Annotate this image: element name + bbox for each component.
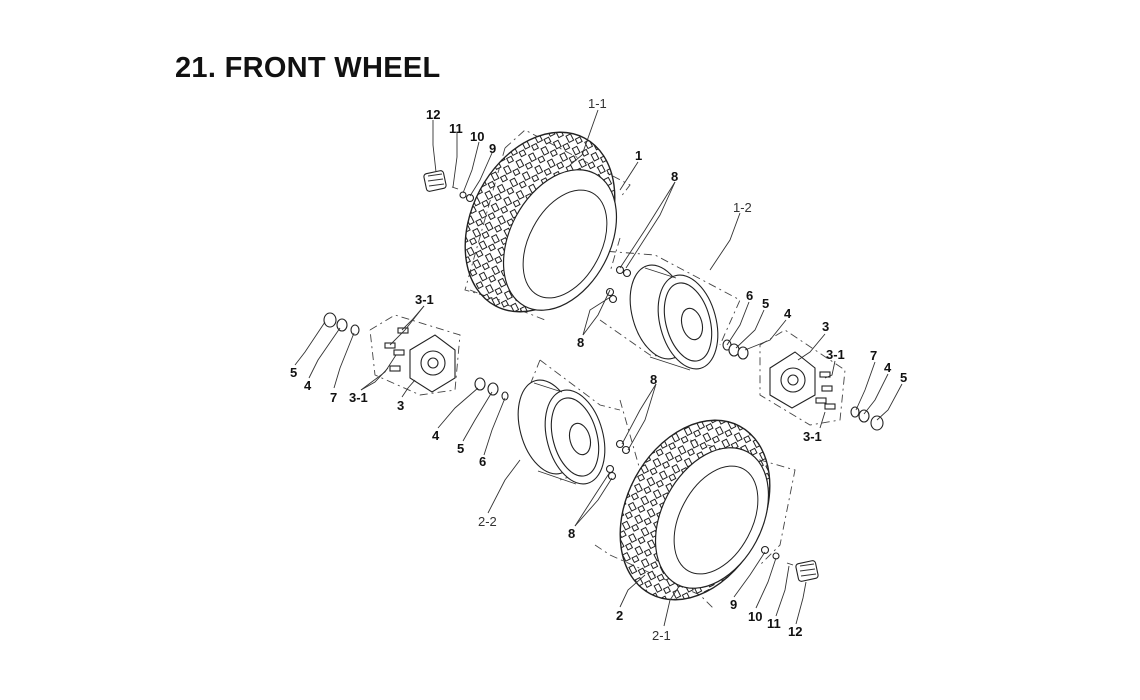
axle-cap-bottom bbox=[760, 545, 819, 582]
rim-front-bottom bbox=[517, 379, 606, 485]
callout-label: 12 bbox=[788, 624, 802, 639]
callout-label: 4 bbox=[784, 306, 792, 321]
callout-label: 2 bbox=[616, 608, 623, 623]
hub-bolts-left bbox=[384, 327, 409, 372]
callout-label: 6 bbox=[479, 454, 486, 469]
callout-label: 4 bbox=[432, 428, 440, 443]
callout-label: 10 bbox=[470, 129, 484, 144]
callout-label: 1-2 bbox=[733, 200, 752, 215]
axle-cap-top bbox=[423, 170, 475, 203]
callout-label: 3-1 bbox=[803, 429, 822, 444]
callout-label: 8 bbox=[568, 526, 575, 541]
tire-front-bottom bbox=[619, 419, 771, 601]
callout-label: 4 bbox=[884, 360, 892, 375]
callout-label: 2-1 bbox=[652, 628, 671, 643]
callout-label: 8 bbox=[671, 169, 678, 184]
tire-front-top bbox=[464, 131, 618, 313]
callout-label: 1 bbox=[635, 148, 642, 163]
page-title: 21. FRONT WHEEL bbox=[175, 52, 441, 84]
callout-label: 6 bbox=[746, 288, 753, 303]
callout-label: 3-1 bbox=[826, 347, 845, 362]
callout-label: 11 bbox=[767, 616, 781, 631]
callout-labels: 12 11 10 9 1-1 1 8 1-2 8 6 5 4 3 3-1 7 4… bbox=[290, 96, 907, 643]
callout-label: 7 bbox=[870, 348, 877, 363]
rim-front-top bbox=[629, 264, 719, 371]
hub-bolts-right bbox=[815, 371, 836, 410]
callout-label: 4 bbox=[304, 378, 312, 393]
bearings-right bbox=[850, 406, 884, 431]
hub-outline-left bbox=[369, 314, 461, 396]
lug-nuts-bottom bbox=[605, 439, 631, 481]
callout-label: 9 bbox=[730, 597, 737, 612]
bearings-mid bbox=[474, 377, 509, 401]
callout-label: 7 bbox=[330, 390, 337, 405]
lug-nuts-top bbox=[605, 265, 632, 304]
callout-label: 3-1 bbox=[349, 390, 368, 405]
callout-label: 1-1 bbox=[588, 96, 607, 111]
hub-right bbox=[769, 351, 816, 409]
hub-outline-right bbox=[759, 329, 846, 426]
callout-label: 10 bbox=[748, 609, 762, 624]
callout-label: 5 bbox=[762, 296, 769, 311]
bearings-right-top bbox=[722, 339, 749, 360]
callout-label: 5 bbox=[290, 365, 297, 380]
leader-lines bbox=[294, 109, 903, 627]
callout-label: 12 bbox=[426, 107, 440, 122]
callout-label: 5 bbox=[457, 441, 464, 456]
bearings-left bbox=[323, 312, 360, 336]
callout-label: 11 bbox=[449, 121, 463, 136]
callout-label: 9 bbox=[489, 141, 496, 156]
hub-left bbox=[409, 334, 456, 393]
callout-label: 2-2 bbox=[478, 514, 497, 529]
callout-label: 3 bbox=[397, 398, 404, 413]
callout-label: 3-1 bbox=[415, 292, 434, 307]
callout-label: 8 bbox=[650, 372, 657, 387]
callout-label: 3 bbox=[822, 319, 829, 334]
callout-label: 5 bbox=[900, 370, 907, 385]
callout-label: 8 bbox=[577, 335, 584, 350]
